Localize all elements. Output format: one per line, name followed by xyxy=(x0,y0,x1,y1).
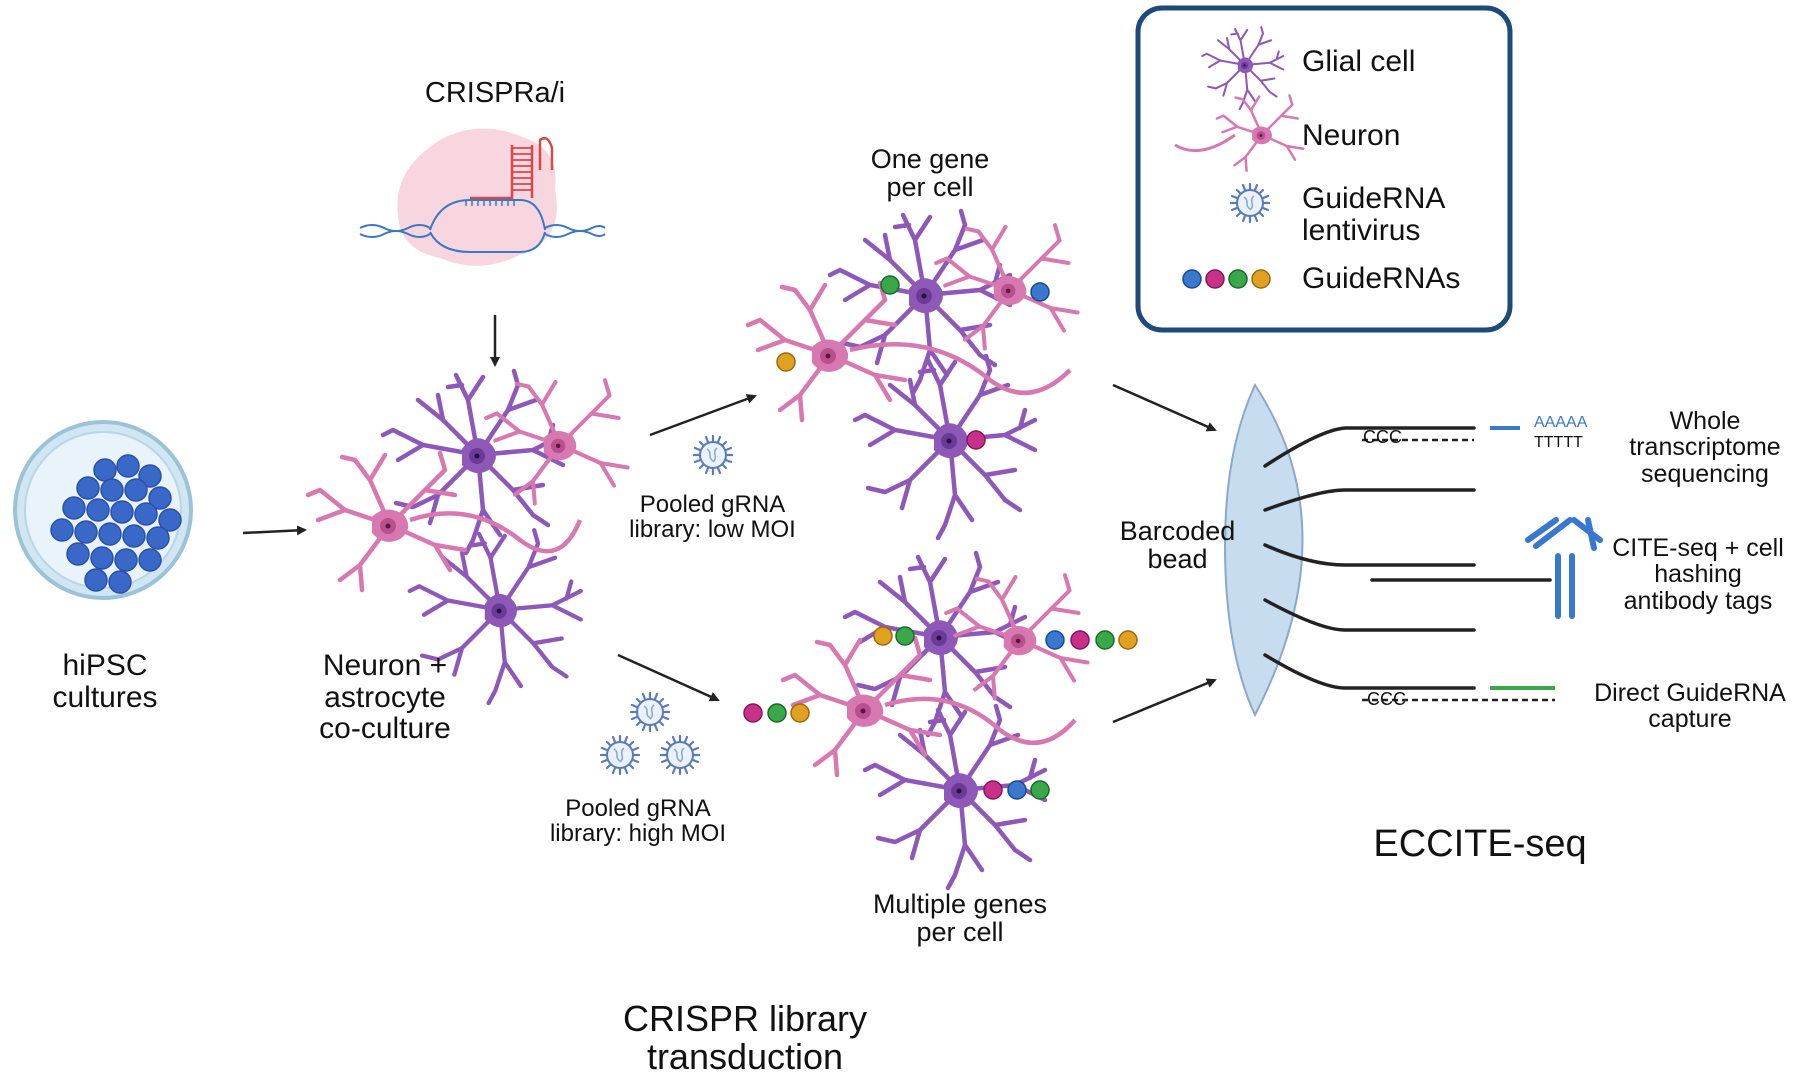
legend-guides-label: GuideRNAs xyxy=(1302,262,1461,295)
multi-gene-cells xyxy=(743,553,1138,888)
flow-arrows xyxy=(242,315,1217,724)
lentivirus-low-moi-icon xyxy=(692,434,734,476)
one-gene-cells xyxy=(748,211,1078,538)
lentivirus-high-moi-icons xyxy=(599,691,701,776)
ccc-bottom-label: CCC xyxy=(1367,689,1406,709)
guiderna-lentivirus-icon xyxy=(1229,182,1271,224)
legend-glial-label: Glial cell xyxy=(1302,45,1416,78)
eccite-seq-title: ECCITE-seq xyxy=(1373,823,1587,865)
crispr-complex-icon xyxy=(359,128,606,266)
coculture-cells xyxy=(308,371,628,703)
legend-box xyxy=(1135,5,1513,333)
hipsc-petri-dish xyxy=(13,420,193,600)
polyt-label: TTTTT xyxy=(1534,434,1583,451)
polya-label: AAAAA xyxy=(1534,414,1588,431)
legend-neuron-label: Neuron xyxy=(1302,119,1401,152)
ccc-top-label: CCC xyxy=(1363,427,1402,447)
crispr-tool-label: CRISPRa/i xyxy=(424,77,566,109)
guidernas-icon xyxy=(1182,269,1271,289)
antibody-icon xyxy=(1525,517,1603,619)
barcoded-bead-icon xyxy=(1223,382,1555,718)
